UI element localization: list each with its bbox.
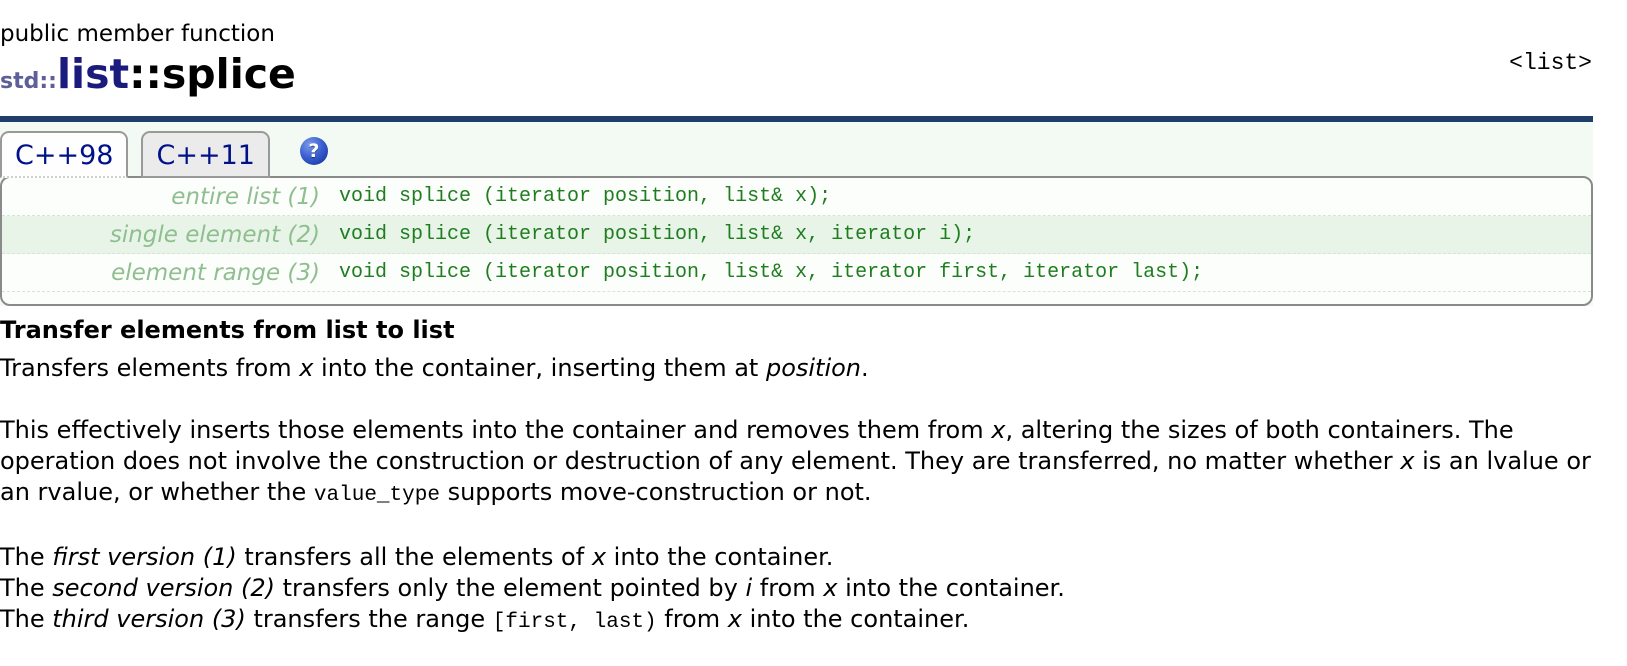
page-title: std::list::splice (0, 51, 1627, 105)
header-reference-link[interactable]: <list> (1509, 50, 1592, 76)
version-tabbar: C++98 C++11 ? (0, 122, 1593, 178)
prototype-row: single element (2) void splice (iterator… (2, 216, 1591, 254)
prototype-code: void splice (iterator position, list& x,… (339, 261, 1204, 284)
tab-cpp11[interactable]: C++11 (141, 131, 270, 178)
prototype-code: void splice (iterator position, list& x)… (339, 185, 832, 208)
prototype-code: void splice (iterator position, list& x,… (339, 223, 976, 246)
page-kicker: public member function (0, 21, 275, 47)
prototype-row: element range (3) void splice (iterator … (2, 254, 1591, 292)
prototype-label: element range (3) (111, 259, 320, 286)
version-line-3: The third version (3) transfers the rang… (0, 605, 970, 634)
help-icon[interactable]: ? (299, 137, 328, 165)
prototype-label: single element (2) (109, 221, 320, 248)
title-member-name: ::splice (129, 50, 296, 98)
title-namespace: std:: (0, 69, 57, 94)
version-descriptions: The first version (1) transfers all the … (0, 542, 1627, 638)
title-class-link[interactable]: list (56, 50, 130, 98)
version-line-2: The second version (2) transfers only th… (0, 574, 1065, 602)
doc-section: C++98 C++11 ? entire list (1) void splic… (0, 122, 1593, 306)
intro-paragraph: Transfers elements from x into the conta… (0, 354, 869, 382)
title-divider (0, 116, 1593, 122)
description-paragraph: This effectively inserts those elements … (0, 416, 1591, 507)
description-section: Transfer elements from list to list Tran… (0, 316, 1627, 638)
prototype-label: entire list (1) (171, 183, 320, 210)
prototype-row: entire list (1) void splice (iterator po… (2, 178, 1591, 216)
section-heading: Transfer elements from list to list (0, 316, 455, 344)
version-line-1: The first version (1) transfers all the … (0, 543, 834, 571)
tab-cpp98[interactable]: C++98 (0, 131, 129, 178)
prototype-box: entire list (1) void splice (iterator po… (0, 176, 1593, 306)
